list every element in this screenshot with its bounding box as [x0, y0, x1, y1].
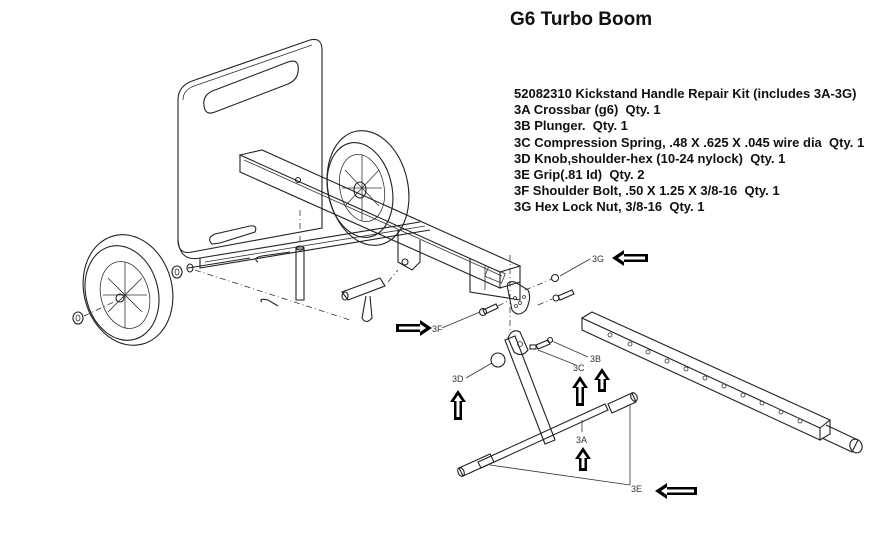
parts-item-3c: 3C Compression Spring, .48 X .625 X .045… — [514, 134, 865, 150]
arrow-3c-up-icon — [572, 376, 588, 406]
parts-item-3g: 3G Hex Lock Nut, 3/8-16 Qty. 1 — [514, 199, 705, 215]
callout-3g: 3G — [592, 254, 604, 264]
rear-wheel — [326, 130, 410, 246]
arrow-3b-up-icon — [594, 368, 610, 392]
pins-and-clips — [255, 210, 399, 323]
parts-item-3e: 3E Grip(.81 Id) Qty. 2 — [514, 167, 645, 183]
parts-item-3a: 3A Crossbar (g6) Qty. 1 — [514, 102, 661, 118]
back-plate — [177, 38, 431, 269]
callout-3a: 3A — [576, 435, 587, 445]
main-beam — [238, 149, 531, 315]
parts-item-3d: 3D Knob,shoulder-hex (10-24 nylock) Qty.… — [514, 150, 786, 166]
callout-3f: 3F — [432, 324, 443, 334]
part-3g-hex-lock-nut — [524, 273, 575, 306]
arrow-3f-right-icon — [396, 320, 432, 336]
arrow-3g-left-icon — [612, 250, 648, 266]
callout-3d: 3D — [452, 374, 464, 384]
arrow-3d-up-icon — [450, 390, 466, 420]
callout-3e: 3E — [631, 484, 642, 494]
extension-tube — [580, 311, 863, 454]
callout-3b: 3B — [590, 354, 601, 364]
front-wheel — [72, 234, 351, 346]
callout-3c: 3C — [573, 363, 585, 373]
parts-kit-header: 52082310 Kickstand Handle Repair Kit (in… — [514, 86, 857, 101]
parts-item-3b: 3B Plunger. Qty. 1 — [514, 118, 628, 134]
kickstand-handle — [457, 330, 638, 477]
arrow-3a-up-icon — [575, 447, 591, 471]
parts-list: 52082310 Kickstand Handle Repair Kit (in… — [514, 86, 864, 216]
arrow-3e-left-icon — [655, 483, 697, 499]
part-3f-shoulder-bolt — [478, 299, 511, 317]
diagram-title: G6 Turbo Boom — [510, 9, 653, 30]
parts-item-3f: 3F Shoulder Bolt, .50 X 1.25 X 3/8-16 Qt… — [514, 183, 780, 199]
leader-lines — [441, 258, 631, 486]
